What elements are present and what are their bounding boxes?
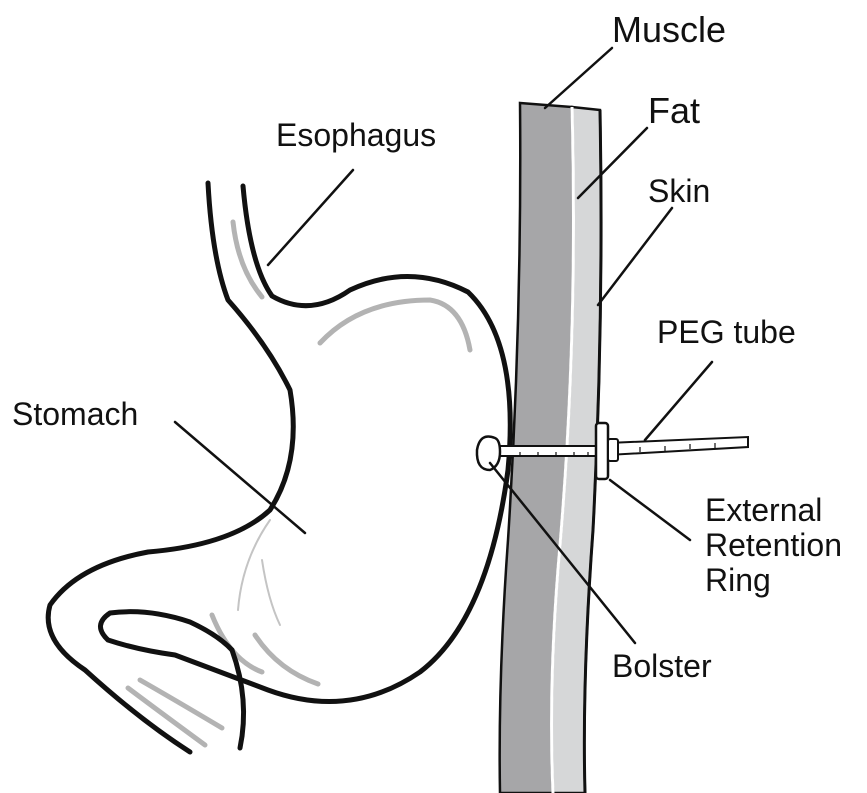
label-external: External xyxy=(705,492,822,528)
bolster-shape xyxy=(477,437,500,471)
label-peg-tube: PEG tube xyxy=(657,314,796,350)
leader-esophagus xyxy=(268,170,353,265)
stomach-greater-curvature xyxy=(100,186,510,702)
label-retention: Retention xyxy=(705,527,842,563)
label-bolster: Bolster xyxy=(612,648,712,684)
labels: Muscle Fat Skin Esophagus PEG tube Stoma… xyxy=(12,9,851,684)
stomach-shading-bottom-2 xyxy=(255,635,318,684)
leader-lines xyxy=(175,48,712,643)
leader-muscle xyxy=(545,48,612,108)
duodenum-inner-loop xyxy=(232,650,244,748)
leader-peg-tube xyxy=(645,362,712,440)
label-external-retention-ring: External Retention Ring xyxy=(705,492,851,598)
label-esophagus: Esophagus xyxy=(276,117,436,153)
stomach-shading-top xyxy=(320,300,470,350)
label-fat: Fat xyxy=(648,90,700,131)
stomach-shading-fold xyxy=(238,520,270,610)
external-retention-ring-shape xyxy=(596,423,608,479)
label-muscle: Muscle xyxy=(612,9,726,50)
label-ring: Ring xyxy=(705,562,771,598)
label-stomach: Stomach xyxy=(12,396,138,432)
external-retention-ring-collar xyxy=(608,439,618,461)
peg-tube-internal xyxy=(495,446,598,456)
leader-skin xyxy=(598,208,672,305)
label-skin: Skin xyxy=(648,173,710,209)
stomach-shading-fold-2 xyxy=(262,560,280,625)
peg-tube-external xyxy=(608,437,748,455)
stomach-illustration xyxy=(48,183,510,752)
leader-external-retention-ring xyxy=(610,480,690,540)
